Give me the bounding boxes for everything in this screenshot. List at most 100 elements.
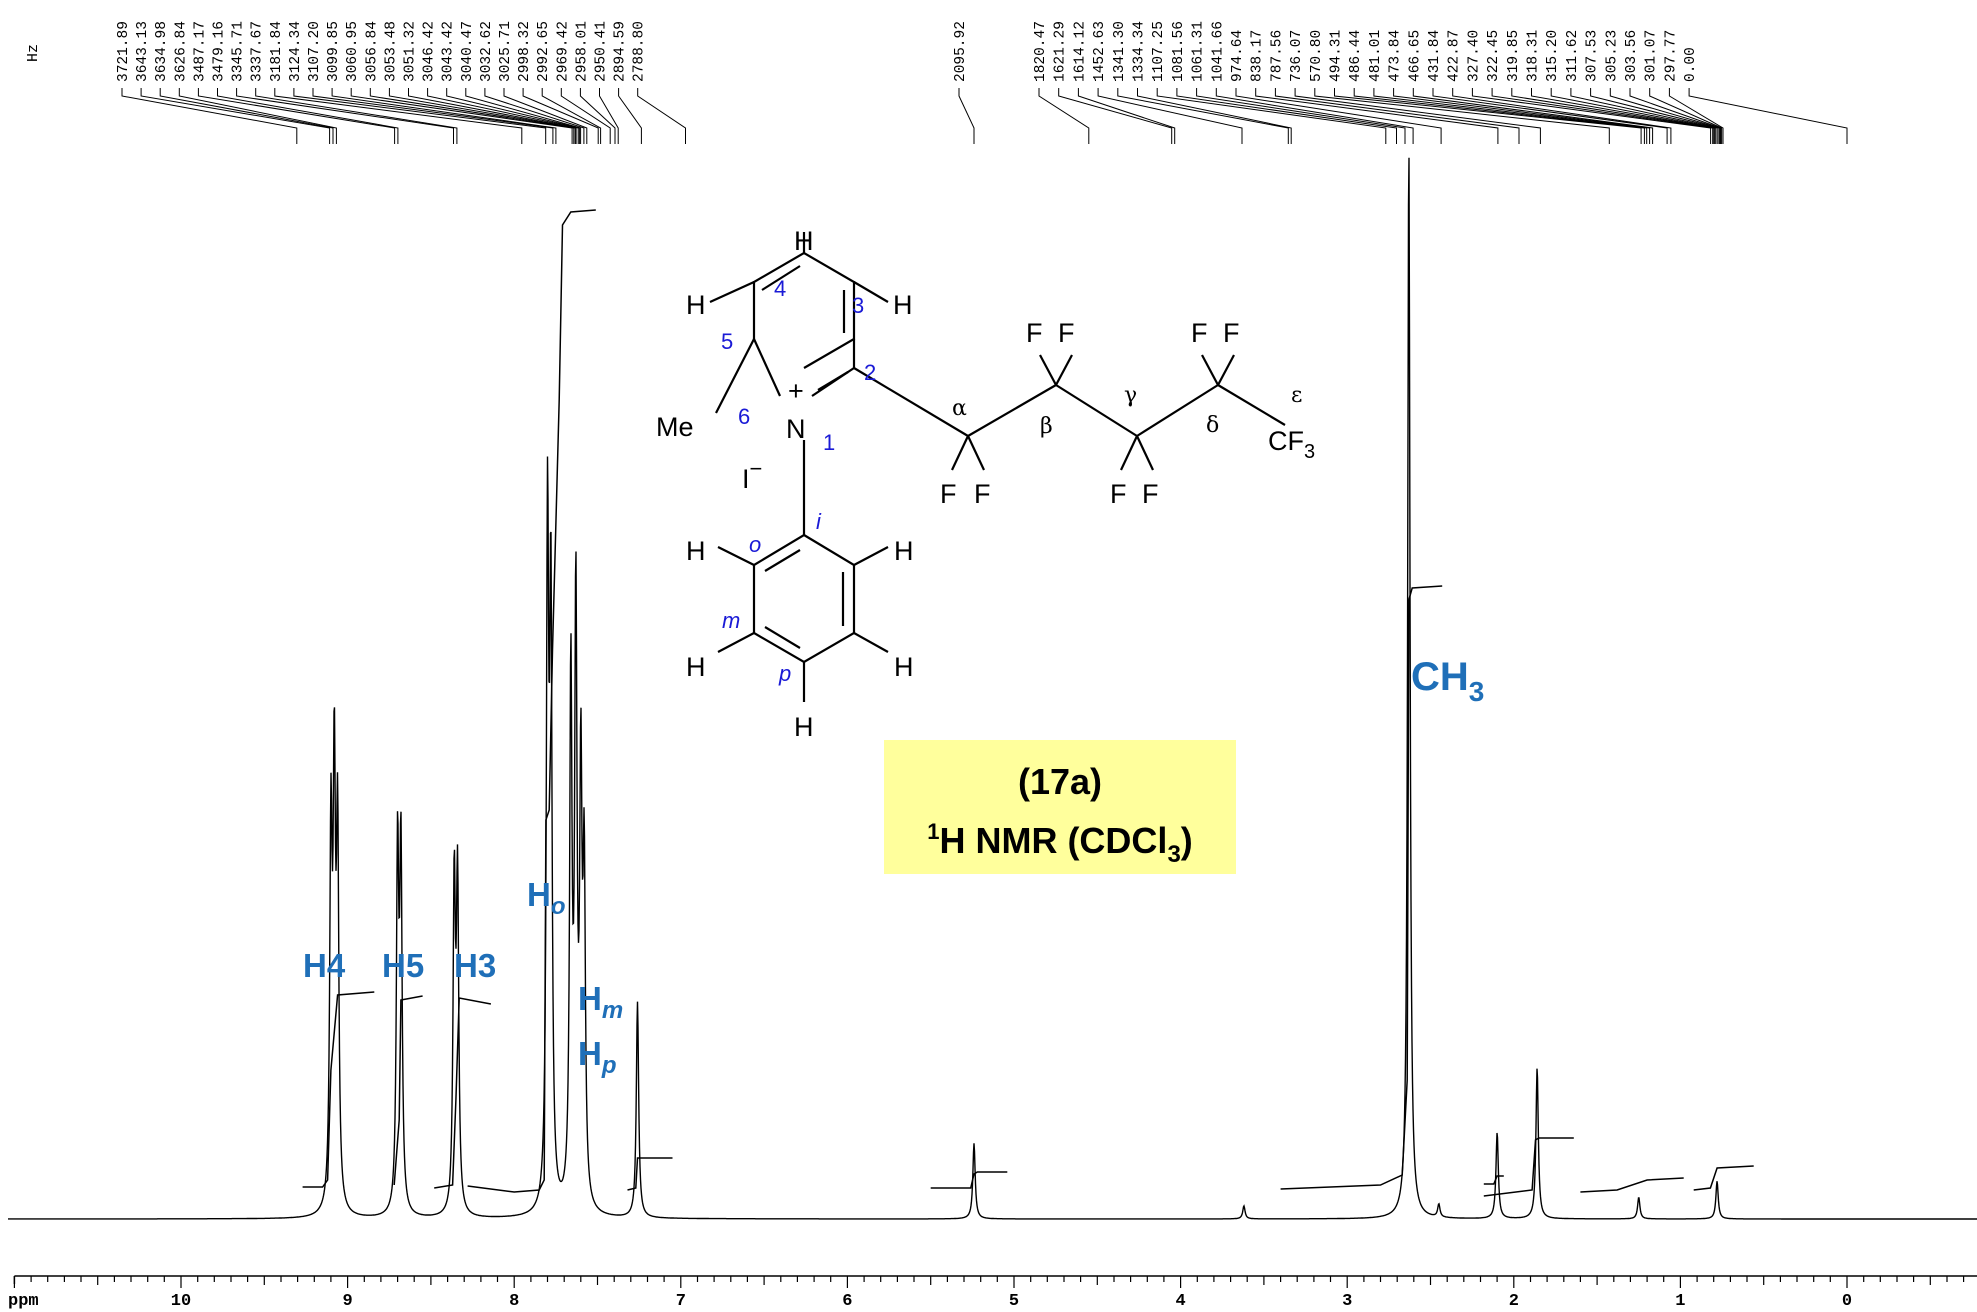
ring-number-1: 1 bbox=[823, 430, 835, 455]
hz-leader-line bbox=[484, 88, 585, 144]
hz-leader-line bbox=[1235, 88, 1442, 144]
hz-peak-label: 1820.47 bbox=[1033, 21, 1049, 82]
compound-number: (17a) bbox=[1018, 761, 1102, 802]
hz-peak-label: 1614.12 bbox=[1072, 21, 1088, 82]
hz-leader-line bbox=[1274, 88, 1520, 144]
hz-peak-label: 2969.42 bbox=[555, 21, 571, 82]
hz-leader-line bbox=[408, 88, 577, 144]
hz-peak-label: 481.01 bbox=[1368, 30, 1384, 82]
hz-peak-label: 315.20 bbox=[1545, 30, 1561, 82]
hz-leader-line bbox=[1412, 88, 1654, 144]
hz-peak-label: 307.53 bbox=[1585, 30, 1601, 82]
atom-h3: H bbox=[893, 290, 913, 320]
hz-leader-line bbox=[1117, 88, 1289, 144]
integral-2 bbox=[434, 997, 492, 1189]
hz-peak-label: 466.65 bbox=[1407, 30, 1423, 82]
hz-leader-line bbox=[217, 88, 399, 144]
hz-peak-label: 3043.42 bbox=[441, 21, 457, 82]
x-tick-label: 1 bbox=[1675, 1292, 1685, 1311]
hz-peak-label: 318.31 bbox=[1526, 30, 1542, 82]
hz-peak-label: 1041.66 bbox=[1210, 21, 1226, 82]
hz-peak-label: 431.84 bbox=[1427, 30, 1443, 82]
integral-10 bbox=[1693, 1165, 1754, 1191]
hz-peak-label: 473.84 bbox=[1388, 30, 1404, 82]
hz-peak-label: 787.56 bbox=[1269, 30, 1285, 82]
hz-leader-line bbox=[1668, 88, 1724, 144]
hz-leader-line bbox=[541, 88, 602, 144]
x-tick-label: 10 bbox=[171, 1292, 191, 1311]
chemical-structure: H H H Me + N I− H H H H H F F F F F F F … bbox=[656, 226, 1315, 742]
ring-number-2: 2 bbox=[864, 360, 876, 385]
hz-leader-line bbox=[1353, 88, 1645, 144]
hz-leader-line bbox=[1314, 88, 1610, 144]
peak-label-h5: H5 bbox=[382, 947, 424, 984]
hz-peak-label: 1107.25 bbox=[1151, 21, 1167, 82]
hz-leader-line bbox=[140, 88, 331, 144]
hz-peak-label: 3053.48 bbox=[383, 21, 399, 82]
hz-peak-label: 2998.32 bbox=[517, 21, 533, 82]
hz-leader-line bbox=[1196, 88, 1406, 144]
hz-leader-line bbox=[427, 88, 579, 144]
title-box-background bbox=[884, 740, 1236, 874]
iodide-counterion: I− bbox=[742, 456, 762, 494]
hz-leader-line bbox=[1590, 88, 1720, 144]
hz-leader-line bbox=[1511, 88, 1715, 144]
hz-leader-line bbox=[522, 88, 599, 144]
spectrum-trace bbox=[8, 157, 1977, 1220]
hz-leader-line bbox=[579, 88, 616, 144]
hz-peak-label: 3634.98 bbox=[154, 21, 170, 82]
hz-leader-line bbox=[1215, 88, 1414, 144]
integral-6 bbox=[1280, 585, 1443, 1190]
hz-peak-label: 327.40 bbox=[1466, 30, 1482, 82]
x-tick-label: 6 bbox=[842, 1292, 852, 1311]
hz-peak-label: 1452.63 bbox=[1092, 21, 1108, 82]
chain-pos-beta: β bbox=[1040, 414, 1053, 439]
phenyl-pos-i: i bbox=[816, 509, 822, 534]
hz-leader-line bbox=[465, 88, 582, 144]
hz-leader-line bbox=[159, 88, 334, 144]
hz-leader-line bbox=[560, 88, 611, 144]
integral-0 bbox=[302, 991, 375, 1188]
hz-peak-label: 305.23 bbox=[1604, 30, 1620, 82]
hz-peak-label: 3099.85 bbox=[326, 21, 342, 82]
integral-3 bbox=[467, 209, 596, 1193]
hz-leader-line bbox=[599, 88, 619, 144]
hz-leader-line bbox=[1452, 88, 1672, 144]
x-tick-label: 4 bbox=[1175, 1292, 1185, 1311]
atom-h-meta-left: H bbox=[686, 652, 706, 682]
hz-peak-label: 3107.20 bbox=[307, 21, 323, 82]
hz-leader-line bbox=[637, 88, 686, 144]
integral-7 bbox=[1483, 1175, 1504, 1185]
hz-unit-label: Hz bbox=[25, 44, 42, 62]
hz-leader-line bbox=[369, 88, 575, 144]
hz-peak-label: 2788.80 bbox=[632, 21, 648, 82]
atom-h-meta-right: H bbox=[894, 652, 914, 682]
integral-curves bbox=[302, 209, 1754, 1197]
hz-leader-line bbox=[350, 88, 573, 144]
x-tick-label: 3 bbox=[1342, 1292, 1352, 1311]
experiment-subtitle: 1H NMR (CDCl3) bbox=[927, 819, 1193, 868]
hz-leader-line bbox=[312, 88, 554, 144]
hz-leader-line bbox=[1137, 88, 1292, 144]
hz-leader-line bbox=[1058, 88, 1173, 144]
hz-leader-line bbox=[1471, 88, 1712, 144]
ring-number-4: 4 bbox=[774, 276, 786, 301]
hz-leader-line bbox=[236, 88, 454, 144]
atom-f-delta-1: F bbox=[1191, 318, 1208, 348]
hz-peak-label: 3337.67 bbox=[250, 21, 266, 82]
compound-title-box: (17a) 1H NMR (CDCl3) bbox=[884, 740, 1236, 874]
atom-f-alpha-2: F bbox=[974, 479, 991, 509]
hz-peak-label: 322.45 bbox=[1486, 30, 1502, 82]
hz-peak-label: 570.80 bbox=[1309, 30, 1325, 82]
atom-h-ortho-right: H bbox=[894, 536, 914, 566]
integral-9 bbox=[1580, 1177, 1684, 1193]
hz-peak-label: 974.64 bbox=[1230, 30, 1246, 82]
hz-peak-label: 2894.59 bbox=[613, 21, 629, 82]
hz-leader-line bbox=[1176, 88, 1397, 144]
ring-number-6: 6 bbox=[738, 404, 750, 429]
hz-leader-line bbox=[1255, 88, 1499, 144]
atom-h5: H bbox=[686, 290, 706, 320]
phenyl-pos-o: o bbox=[749, 532, 761, 557]
hz-peak-label: 3626.84 bbox=[173, 21, 189, 82]
